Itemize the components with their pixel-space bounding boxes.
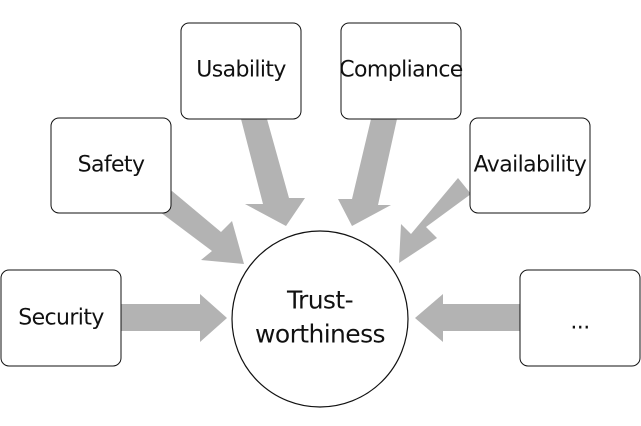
arrow-availability — [399, 178, 471, 263]
node-compliance-label: Compliance — [339, 58, 463, 83]
center-label-line2: worthiness — [255, 320, 385, 349]
center-circle — [231, 230, 409, 408]
node-availability: Availability — [469, 117, 591, 214]
node-usability-label: Usability — [196, 58, 286, 83]
node-compliance-box — [340, 22, 462, 120]
node-more-label: ... — [570, 310, 589, 335]
node-safety-box — [50, 117, 172, 214]
node-usability: Usability — [180, 22, 302, 120]
arrow-safety — [156, 191, 244, 264]
node-more-box — [519, 269, 641, 367]
node-safety-label: Safety — [78, 153, 145, 178]
node-availability-label: Availability — [474, 153, 587, 178]
node-security: Security — [0, 269, 122, 367]
node-security-box — [0, 269, 122, 367]
arrow-more — [415, 294, 521, 342]
arrow-compliance — [338, 119, 397, 226]
arrow-security — [121, 294, 227, 342]
node-availability-box — [469, 117, 591, 214]
node-usability-box — [180, 22, 302, 120]
center-node: Trust- worthiness — [231, 230, 409, 408]
arrow-usability — [241, 119, 305, 226]
center-label-line1: Trust- — [286, 286, 353, 315]
node-compliance: Compliance — [339, 22, 463, 120]
node-security-label: Security — [18, 306, 104, 331]
node-safety: Safety — [50, 117, 172, 214]
node-more: ... — [519, 269, 641, 367]
arrows — [121, 119, 521, 342]
